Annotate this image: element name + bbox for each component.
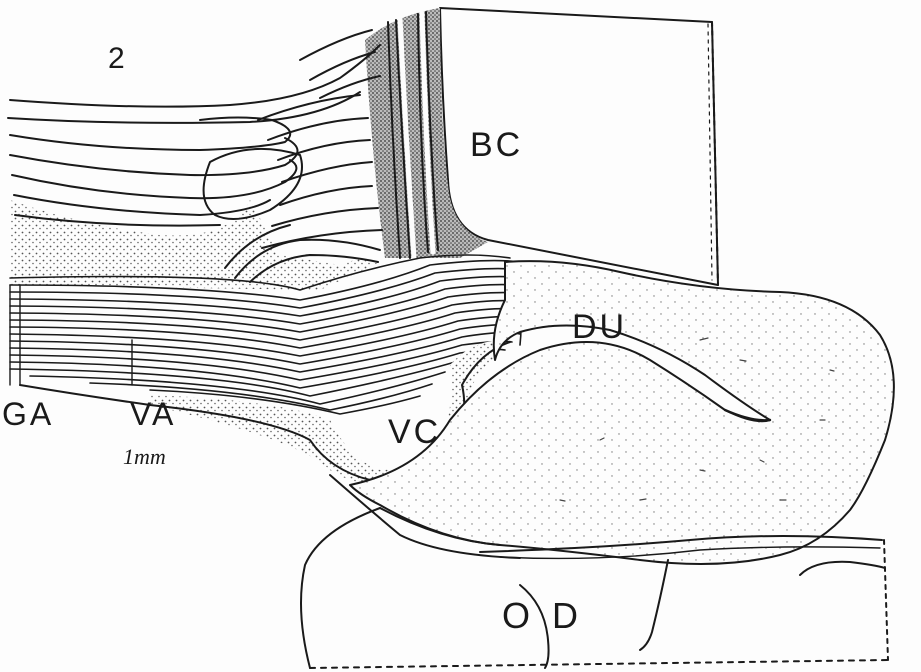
label-od: O D [502, 598, 584, 634]
figure-number: 2 [108, 44, 128, 74]
label-du: DU [572, 310, 627, 344]
scale-bar-label: 1mm [123, 446, 166, 468]
label-ga: GA [2, 398, 54, 430]
label-va: VA [130, 398, 176, 430]
label-vc: VC [388, 415, 441, 449]
label-bc: BC [470, 128, 523, 162]
